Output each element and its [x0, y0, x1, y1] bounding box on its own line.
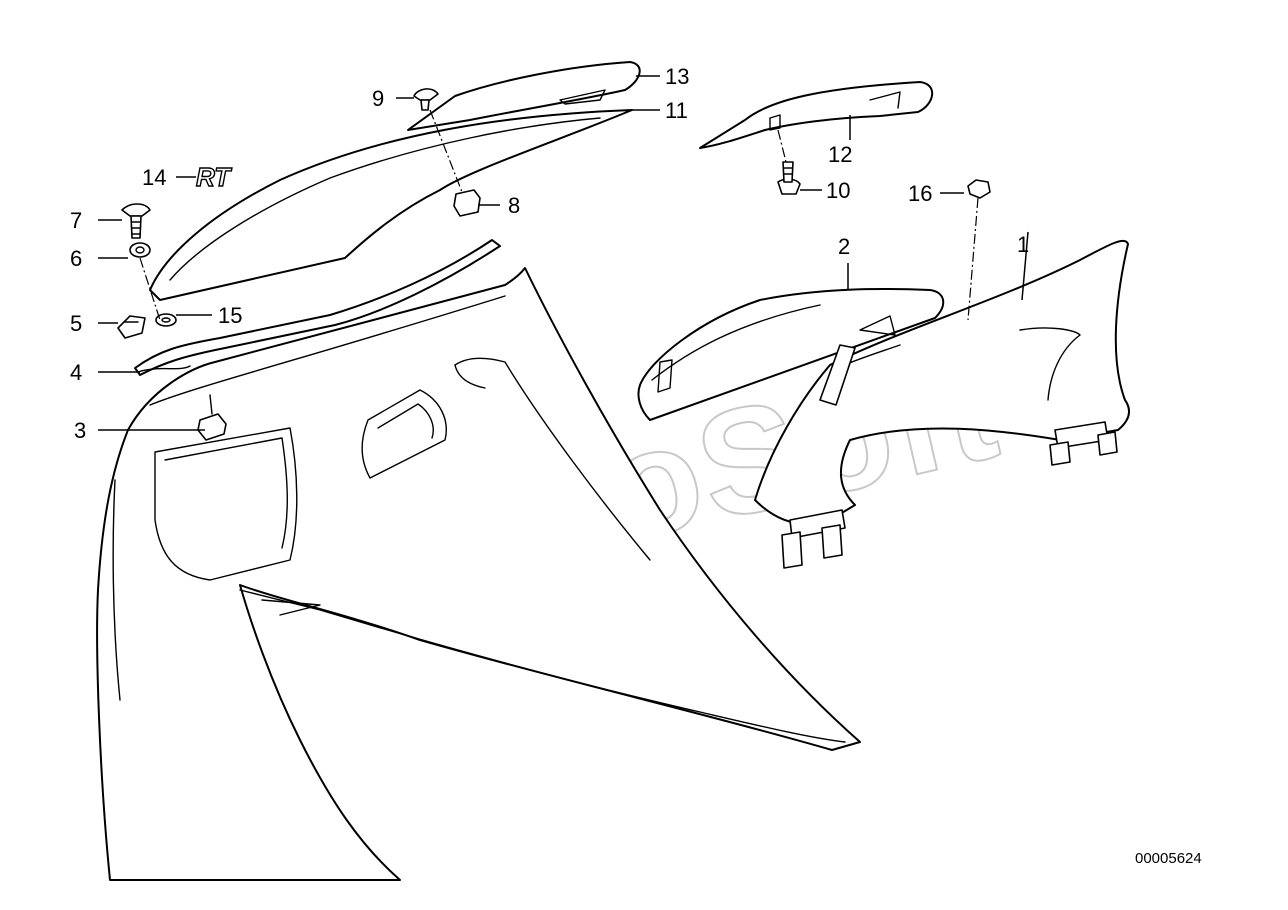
callout-3: 3 [74, 418, 86, 443]
callout-14: 14 [142, 165, 166, 190]
right-upper-trim [699, 81, 934, 149]
callout-2: 2 [838, 234, 850, 259]
callout-13: 13 [665, 64, 689, 89]
emblem-text: RT [196, 162, 232, 192]
callout-1: 1 [1017, 232, 1029, 257]
callout-6: 6 [70, 246, 82, 271]
callout-4: 4 [70, 360, 82, 385]
screw-part-10 [777, 129, 801, 195]
windscreen-panel [149, 109, 633, 301]
rt-emblem: RT [195, 161, 233, 192]
nut-part-16 [967, 179, 991, 321]
washer-part-15 [155, 313, 177, 327]
edge-trim-strip [134, 239, 501, 376]
fairing-main-body [96, 267, 861, 881]
leader-lines [98, 75, 1029, 431]
right-fairing-half [754, 239, 1131, 569]
rivet-part-9 [413, 88, 439, 111]
upper-trim-strip [407, 61, 641, 131]
callout-16: 16 [908, 181, 932, 206]
callout-10: 10 [826, 178, 850, 203]
callout-8: 8 [508, 193, 520, 218]
screw-part-7 [121, 203, 161, 321]
side-panel [637, 288, 945, 421]
callout-15: 15 [218, 303, 242, 328]
callout-labels: 1 2 3 4 5 6 7 8 9 10 11 12 13 14 15 16 [70, 64, 1029, 443]
callout-5: 5 [70, 311, 82, 336]
grommet-part-6 [129, 242, 151, 258]
clip-part-5 [117, 315, 146, 339]
callout-9: 9 [372, 86, 384, 111]
nut-part-8 [429, 109, 481, 217]
reference-number: 00005624 [1135, 850, 1202, 867]
callout-11: 11 [665, 98, 688, 123]
callout-7: 7 [70, 208, 82, 233]
callout-12: 12 [828, 142, 852, 167]
